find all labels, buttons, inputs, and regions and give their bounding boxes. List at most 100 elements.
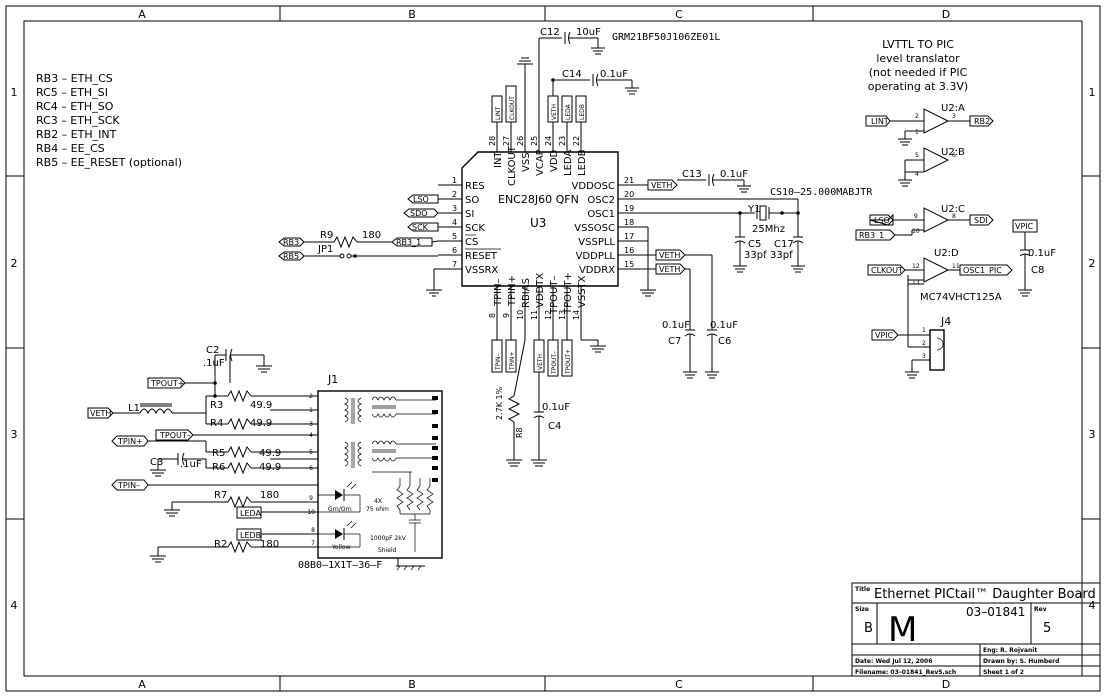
u2a-ref: U2:A [941, 103, 965, 114]
j1-cap-label: 1000pF 2kV [370, 535, 407, 542]
j4-pin: 3 [922, 353, 926, 360]
u3-pin-num: 26 [516, 136, 525, 146]
u3-left-nets: LSO SDO SCK RB3 R9 180 RB3_1 RB5 JP1 [278, 194, 442, 297]
col-label-a: A [138, 678, 146, 691]
j1-led-1: Grn/Orn [318, 481, 361, 513]
u2a-pin: 1 [915, 129, 919, 136]
u3-pin-name: LEDB [577, 149, 588, 176]
row-label-1: 1 [11, 86, 18, 99]
j1-pin-num: 10 [307, 509, 315, 516]
net-label-tpin-plus-j: TPIN+ [117, 437, 143, 446]
j1-part: 08B0–1X1T–36–F [298, 560, 382, 571]
j1-termination: 4X 75 ohm 1000pF 2kV Shield [366, 472, 434, 554]
u2b-pin: 5 [915, 152, 919, 159]
net-label-tpout-minus: TPOUT– [551, 351, 558, 375]
c4-value: 0.1uF [542, 402, 570, 413]
u3-pin-num: 27 [502, 136, 511, 146]
u3-pin-num: 28 [488, 136, 497, 146]
u3-pin-num: 5 [452, 232, 457, 241]
company-logo: M [888, 610, 917, 650]
u3-pin-num: 22 [572, 136, 581, 146]
j1-pin-num: 2 [309, 393, 313, 400]
net-label-veth: VETH [551, 104, 558, 120]
c7-value: 0.1uF [662, 320, 690, 331]
net-label-rb3: RB3 [283, 238, 299, 247]
u2c-pin: 8 [952, 213, 956, 220]
j1-pin-num: 6 [309, 465, 313, 472]
u2b-pin: 6 [952, 152, 956, 159]
col-label-d: D [942, 678, 950, 691]
row-label-4: 4 [1089, 599, 1096, 612]
u3-pin-num: 24 [544, 136, 553, 146]
j4-pin: 1 [922, 327, 926, 334]
u2c-ref: U2:C [941, 204, 965, 215]
r4-value: 49.9 [250, 418, 272, 429]
u3-pin-num: 4 [452, 218, 457, 227]
u2c-pin: 9 [914, 213, 918, 220]
net-label-veth-rx: VETH [659, 265, 680, 274]
u2b-ref: U2:B [941, 147, 965, 158]
u3-pin-num: 18 [624, 218, 634, 227]
net-label-vpic-d: VPIC [1015, 222, 1034, 231]
u3-right-nets: VETH C13 0.1uF Y1 25Mhz CS10–25.000MABJT… [640, 169, 873, 379]
row-labels-right: 1 2 3 4 [1089, 86, 1096, 612]
c5-ref: C5 [748, 239, 761, 250]
pin-note: RB2 – ETH_INT [36, 128, 117, 141]
j1-pin-num: 7 [311, 540, 315, 547]
pin-note: RB4 – EE_CS [36, 142, 105, 155]
u3-pin-num: 11 [530, 310, 539, 320]
u3-pin-num: 19 [624, 204, 634, 213]
r7-ref: R7 [214, 490, 227, 501]
r9-value: 180 [362, 230, 381, 241]
u3-pin-num: 9 [502, 313, 511, 318]
u3-pin-name: VSSOSC [574, 223, 615, 234]
net-label-clkout: CLKOUT [509, 96, 516, 120]
row-label-1: 1 [1089, 86, 1096, 99]
rev-value: 5 [1043, 621, 1051, 636]
pin-note: RC4 – ETH_SO [36, 100, 114, 113]
l1-ref: L1 [128, 403, 140, 414]
net-label-veth-osc: VETH [651, 181, 672, 190]
u3-pin-name: RBIAS [521, 278, 532, 308]
j1-body [317, 390, 443, 559]
j1-ref: J1 [327, 373, 338, 386]
u2d-ref: U2:D [934, 248, 959, 259]
y1-ref: Y1 [747, 204, 760, 215]
net-label-veth-tx: VETH [537, 354, 544, 370]
u2a-buffer: LINT RB2 U2:A 2 1 3 [865, 103, 994, 146]
c6-value: 0.1uF [710, 320, 738, 331]
translator-note-line: LVTTL TO PIC [882, 38, 954, 51]
col-label-c: C [675, 678, 683, 691]
net-label-rb5: RB5 [283, 252, 299, 261]
u3-pin-name: SI [465, 209, 474, 220]
c8-ref: C8 [1031, 265, 1044, 276]
u3-pin-num: 16 [624, 246, 634, 255]
net-label-veth-pll: VETH [659, 251, 680, 260]
c3-value: .1uF [180, 459, 202, 470]
row-label-2: 2 [1089, 257, 1096, 270]
net-label-tpin-plus: TPIN+ [509, 351, 516, 371]
net-label-ledb: LEDB [579, 104, 586, 120]
u3-pin-num: 17 [624, 232, 634, 241]
u2d-pin: 13 [912, 279, 920, 286]
u2d-pin: 12 [912, 263, 920, 270]
net-label-sdo: SDO [410, 209, 428, 218]
translator-note-line: (not needed if PIC [869, 66, 968, 79]
c4-ref: C4 [548, 421, 561, 432]
c14-value: 0.1uF [600, 69, 628, 80]
net-label-vpic-j4: VPIC [875, 331, 894, 340]
row-label-3: 3 [1089, 428, 1096, 441]
net-label-tpout-plus: TPOUT+ [565, 349, 572, 375]
u3-pin-name: TPIN+ [507, 275, 518, 307]
r5-ref: R5 [212, 448, 225, 459]
u3-pin-name: TPIN– [493, 278, 504, 307]
u3-pin-num: 1 [452, 176, 457, 185]
jp1-ref: JP1 [317, 244, 333, 255]
u3-pin-num: 21 [624, 176, 634, 185]
net-label-int: LINT [495, 106, 502, 120]
u3-pin-name: VSS [521, 152, 532, 172]
net-label-rb3-1-d: RB3_1 [859, 231, 884, 240]
u3-left-pins: 1 2 3 4 5 6 7 RES SO SI SCK CS RESET VSS… [438, 176, 501, 276]
net-label-veth-j: VETH [90, 409, 111, 418]
